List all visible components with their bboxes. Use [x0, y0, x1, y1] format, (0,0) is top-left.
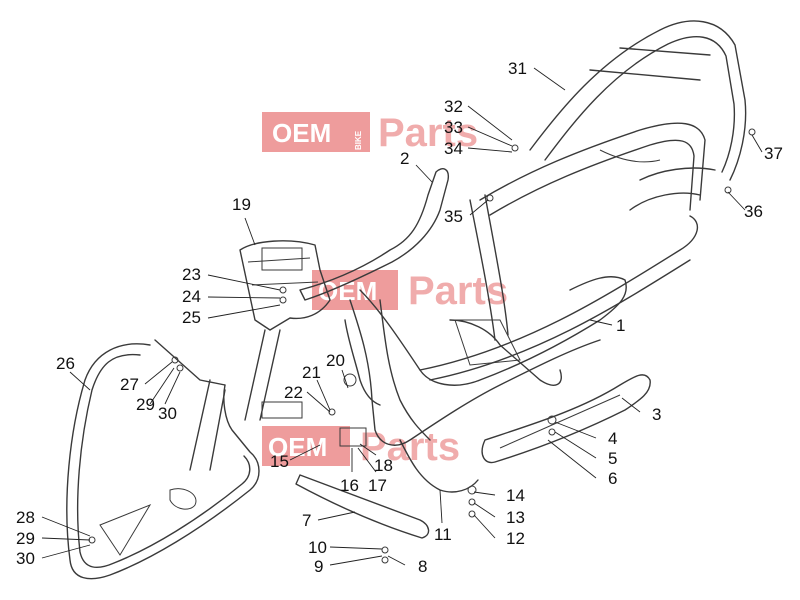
callout-21: 21	[302, 363, 321, 382]
left-side-rail	[299, 168, 450, 301]
callout-13: 13	[506, 508, 525, 527]
callout-6: 6	[608, 469, 617, 488]
front-frame-loop	[66, 339, 260, 580]
callout-32: 32	[444, 97, 463, 116]
watermark-parts-text-3: Parts	[360, 425, 460, 469]
callout-24: 24	[182, 287, 201, 306]
center-stand	[295, 474, 430, 539]
callout-12: 12	[506, 529, 525, 548]
watermark-parts-text: Parts	[378, 111, 478, 155]
callout-23: 23	[182, 265, 201, 284]
leader-lines	[41, 67, 763, 566]
right-side-rail	[481, 374, 651, 464]
watermark-bike-text: BIKE	[354, 130, 363, 150]
callout-37: 37	[764, 144, 783, 163]
callout-19: 19	[232, 195, 251, 214]
callout-27: 27	[120, 375, 139, 394]
callout-16: 16	[340, 476, 359, 495]
callout-25: 25	[182, 308, 201, 327]
front-bracket	[239, 240, 331, 421]
callout-14: 14	[506, 486, 525, 505]
callout-15: 15	[270, 452, 289, 471]
watermark-parts-text-2: Parts	[408, 269, 508, 313]
callout-labels: 1 2 3 4 5 6 7 8 9 10 11 12 13 14 15 16 1…	[16, 59, 783, 576]
main-frame	[344, 122, 706, 446]
callout-34: 34	[444, 139, 463, 158]
watermark-top: OEM BIKE Parts	[262, 111, 478, 155]
callout-30-upper: 30	[158, 404, 177, 423]
callout-28: 28	[16, 508, 35, 527]
rear-rack	[529, 20, 747, 211]
callout-7: 7	[302, 511, 311, 530]
callout-30-lower: 30	[16, 549, 35, 568]
fasteners	[88, 128, 756, 564]
callout-8: 8	[418, 557, 427, 576]
callout-20: 20	[326, 351, 345, 370]
watermark-bottom: OEM Parts	[262, 425, 460, 469]
watermark-oem-text-3: OEM	[268, 432, 327, 462]
callout-4: 4	[608, 429, 617, 448]
callout-18: 18	[374, 456, 393, 475]
callout-33: 33	[444, 118, 463, 137]
callout-1: 1	[616, 316, 625, 335]
callout-31: 31	[508, 59, 527, 78]
callout-2: 2	[400, 149, 409, 168]
callout-3: 3	[652, 405, 661, 424]
callout-26: 26	[56, 354, 75, 373]
callout-29-upper: 29	[136, 395, 155, 414]
callout-10: 10	[308, 538, 327, 557]
callout-9: 9	[314, 557, 323, 576]
callout-29-lower: 29	[16, 529, 35, 548]
callout-22: 22	[284, 383, 303, 402]
callout-35: 35	[444, 207, 463, 226]
callout-17: 17	[368, 476, 387, 495]
callout-11: 11	[434, 525, 452, 544]
callout-36: 36	[744, 202, 763, 221]
callout-5: 5	[608, 449, 617, 468]
watermark-oem-text: OEM	[272, 118, 331, 148]
